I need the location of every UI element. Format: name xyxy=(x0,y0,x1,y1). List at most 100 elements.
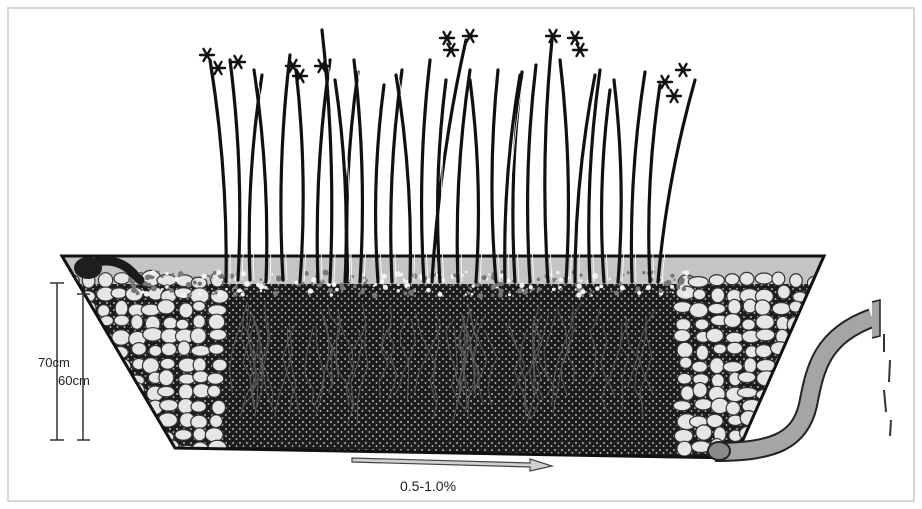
stone xyxy=(777,285,790,299)
flower-center xyxy=(573,36,578,41)
stone xyxy=(806,330,822,341)
stone xyxy=(191,345,210,356)
stone xyxy=(742,319,755,330)
reed-stem xyxy=(560,60,568,282)
gravel-grain xyxy=(426,288,431,293)
stone xyxy=(100,413,112,426)
stone xyxy=(728,299,741,314)
stone xyxy=(725,274,739,285)
gravel-grain xyxy=(341,290,343,292)
reed-stem xyxy=(649,85,660,282)
stone xyxy=(78,431,95,442)
gravel-grain xyxy=(508,293,511,296)
stone xyxy=(128,416,146,427)
flower-center xyxy=(291,64,296,69)
flower-head-icon xyxy=(440,32,454,44)
stone xyxy=(193,371,209,383)
gravel-grain xyxy=(664,281,669,286)
gravel-grain xyxy=(672,292,674,294)
gravel-grain xyxy=(415,277,417,279)
gravel-grain xyxy=(635,286,640,291)
stone xyxy=(62,415,80,425)
stone xyxy=(677,342,693,358)
stone xyxy=(82,413,94,426)
gravel-grain xyxy=(207,275,209,277)
stone xyxy=(755,273,772,284)
stone xyxy=(208,314,224,329)
gravel-grain xyxy=(670,285,674,289)
gravel-grain xyxy=(178,271,183,276)
reed-plants xyxy=(210,30,698,282)
gravel-grain xyxy=(687,275,691,279)
stone xyxy=(789,358,803,370)
stone xyxy=(83,403,96,415)
reed-stem xyxy=(230,60,240,280)
stone xyxy=(97,442,114,457)
gravel-grain xyxy=(411,294,414,297)
stone xyxy=(709,275,724,286)
flower-center xyxy=(672,94,677,99)
stone xyxy=(143,328,163,341)
basin-fill xyxy=(60,250,830,460)
gravel-grain xyxy=(308,288,313,293)
gravel-grain xyxy=(453,273,457,277)
stone xyxy=(787,344,804,357)
stone xyxy=(744,358,756,373)
gravel-grain xyxy=(465,271,468,274)
stone xyxy=(191,401,206,412)
stone xyxy=(713,344,726,354)
gravel-grain xyxy=(222,281,225,284)
gravel-grain xyxy=(332,282,337,287)
stone xyxy=(676,319,691,331)
flower-head-icon xyxy=(573,44,587,56)
stone xyxy=(178,341,190,355)
gravel-grain xyxy=(260,278,263,281)
stone xyxy=(191,415,208,429)
gravel-grain xyxy=(358,293,361,296)
gravel-grain xyxy=(169,288,174,293)
gravel-grain xyxy=(478,293,483,298)
gravel-grain xyxy=(491,284,496,289)
flower-center xyxy=(236,60,241,65)
gravel-grain xyxy=(471,284,475,288)
stone xyxy=(212,359,227,371)
gravel-grain xyxy=(187,293,192,298)
reed-stem xyxy=(335,80,346,282)
flower-center xyxy=(578,48,583,53)
stone xyxy=(179,303,193,318)
stone xyxy=(161,343,176,356)
flower-center xyxy=(449,48,454,53)
gravel-grain xyxy=(372,293,378,299)
reed-stem xyxy=(492,70,498,282)
stone xyxy=(129,441,147,453)
gravel-grain xyxy=(627,271,630,274)
gravel-grain xyxy=(260,290,263,293)
stone xyxy=(695,399,712,410)
gravel-grain xyxy=(193,281,197,285)
gravel-grain xyxy=(225,288,227,290)
flower-center xyxy=(216,66,221,71)
stone xyxy=(790,330,809,343)
stone xyxy=(740,272,754,285)
stone xyxy=(208,385,221,397)
flower-head-icon xyxy=(200,49,214,61)
gravel-grain xyxy=(614,291,619,296)
stone xyxy=(712,374,725,388)
gravel-grain xyxy=(609,278,611,280)
stone xyxy=(148,426,160,437)
stone xyxy=(803,444,819,457)
stone xyxy=(756,315,774,330)
stone xyxy=(773,416,786,426)
gravel-grain xyxy=(498,292,503,297)
stone xyxy=(755,300,770,315)
reed-stem-highlight xyxy=(496,74,501,282)
reed-stem xyxy=(470,80,478,282)
stone xyxy=(756,329,775,341)
gravel-grain xyxy=(353,285,357,289)
gravel-grain xyxy=(132,284,136,288)
stone xyxy=(193,301,206,311)
gravel-grain xyxy=(366,279,368,281)
gravel-grain xyxy=(311,282,314,285)
gravel-grain xyxy=(276,276,282,282)
